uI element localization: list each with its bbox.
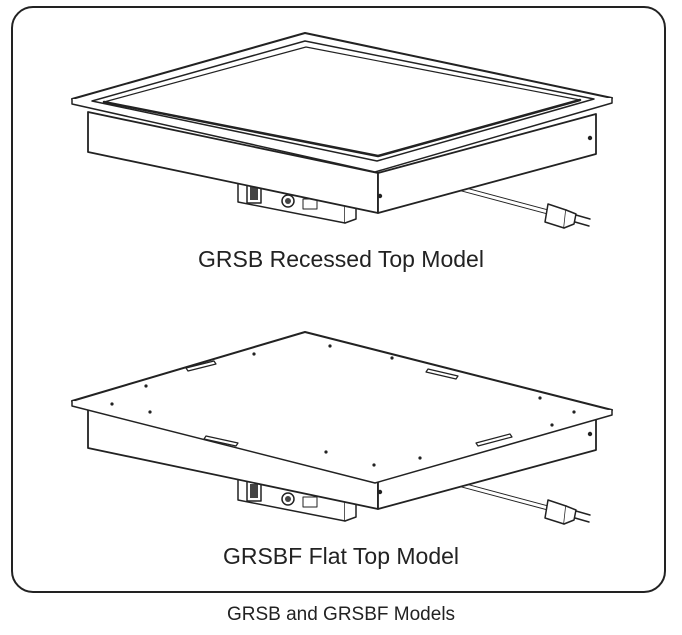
flat-top-caption: GRSBF Flat Top Model [222, 543, 460, 569]
figure-caption: GRSB and GRSBF Models [226, 604, 456, 625]
figure-frame [11, 6, 666, 593]
label-plate [302, 496, 318, 508]
recessed-top-caption: GRSB Recessed Top Model [198, 246, 484, 272]
power-cord-icon [459, 482, 591, 525]
power-cord-icon [459, 186, 591, 229]
